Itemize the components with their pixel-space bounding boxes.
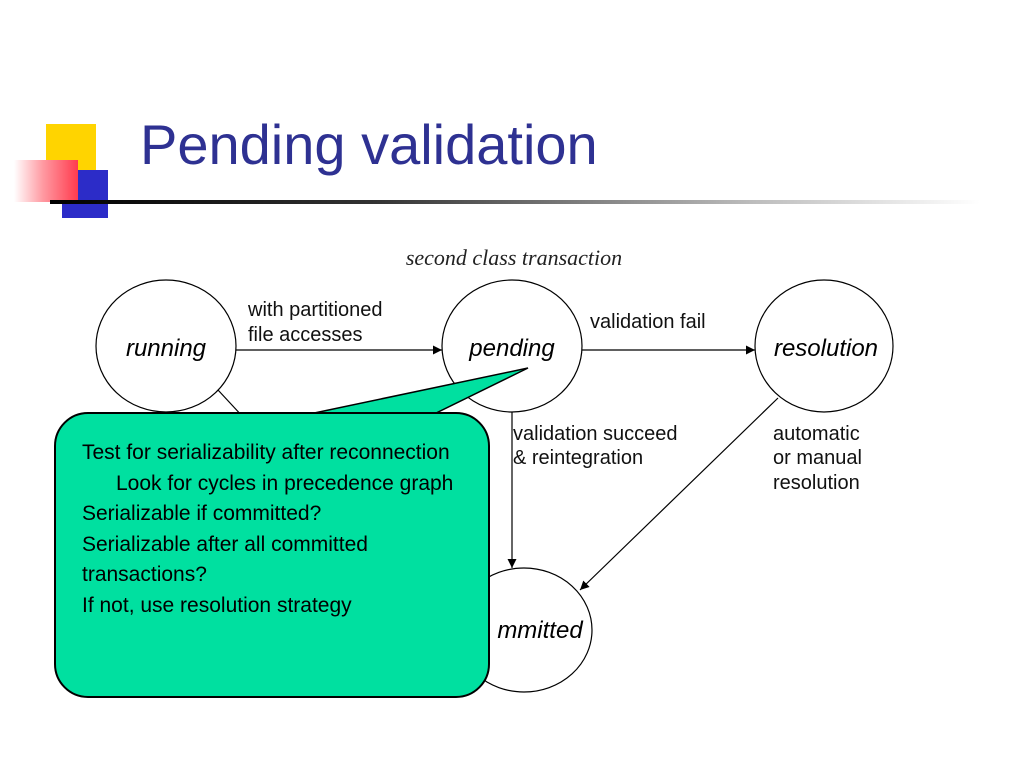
edge-label-succeed-1: validation succeed	[513, 423, 678, 445]
callout-line-3: Serializable if committed?	[82, 502, 322, 525]
edge-label-succeed-2: & reintegration	[513, 447, 643, 469]
edge-label-resolution-2: or manual	[773, 447, 862, 469]
callout-line-2: Look for cycles in precedence graph	[116, 471, 454, 495]
diagram-caption: second class transaction	[406, 245, 622, 270]
edge-resolution-to-committed	[579, 397, 779, 591]
callout-line-1: Test for serializability after reconnect…	[82, 441, 450, 464]
state-resolution-label: resolution	[774, 335, 878, 362]
callout-line-5: If not, use resolution strategy	[82, 593, 352, 617]
state-pending-label: pending	[468, 335, 555, 362]
callout-box: Test for serializability after reconnect…	[54, 412, 490, 698]
edge-label-resolution-3: resolution	[773, 472, 860, 494]
slide-title: Pending validation	[140, 113, 598, 176]
title-underline	[50, 200, 980, 204]
edge-label-validation-fail: validation fail	[590, 311, 706, 333]
callout-line-4: Serializable after all committed transac…	[82, 532, 368, 587]
state-running-label: running	[126, 335, 207, 362]
edge-label-partitioned-2: file accesses	[248, 324, 363, 346]
state-resolution	[754, 279, 894, 413]
edge-label-partitioned-1: with partitioned	[247, 299, 383, 321]
state-committed-label: mmitted	[497, 617, 583, 644]
decor-red-bar	[14, 160, 78, 202]
edge-label-resolution-1: automatic	[773, 423, 860, 445]
